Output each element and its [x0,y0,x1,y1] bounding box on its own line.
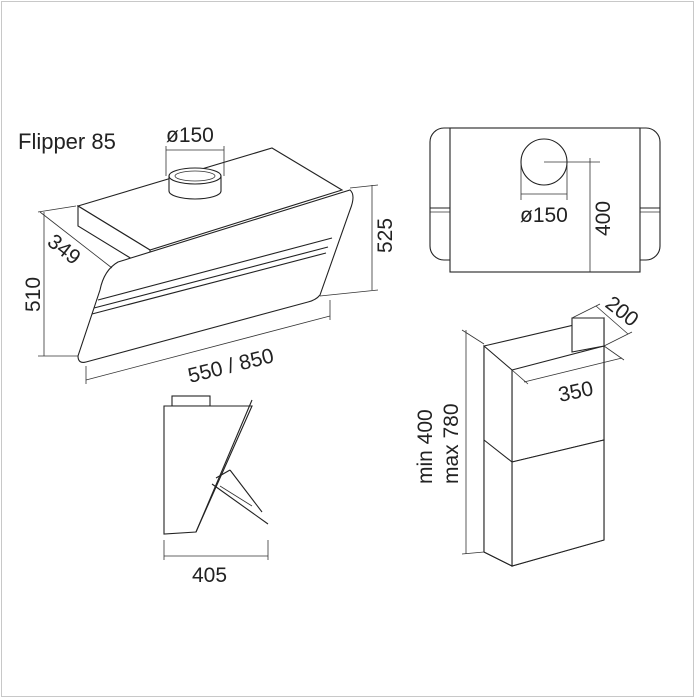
top-duct-diameter-label: ø150 [520,204,568,227]
duct-diameter-label: ø150 [166,124,214,147]
chimney-lower-front [511,439,605,567]
depth-label: 349 [43,230,85,270]
height-overall-label: 525 [374,218,397,253]
top-offset-label: 400 [592,201,615,236]
chimney-side [483,344,513,567]
panel-bar-bottom [91,252,327,315]
chimney-top-back [571,317,605,353]
chimney-view [461,303,633,567]
hood-perspective-view [37,146,379,384]
height-front-label: 510 [22,277,45,312]
chimney-max-height-label: max 780 [440,403,463,484]
chimney-depth-label: 200 [601,292,643,332]
product-title: Flipper 85 [18,129,116,154]
panel-bar-upper [97,237,333,301]
side-view [163,395,269,560]
panel-bar-top [93,246,329,309]
top-view [429,127,661,273]
side-view-duct [171,395,211,407]
side-depth-label: 405 [192,564,227,587]
chimney-min-height-label: min 400 [414,409,437,484]
duct-top [168,167,222,185]
width-label: 550 / 850 [186,344,277,388]
side-view-body [163,405,253,535]
